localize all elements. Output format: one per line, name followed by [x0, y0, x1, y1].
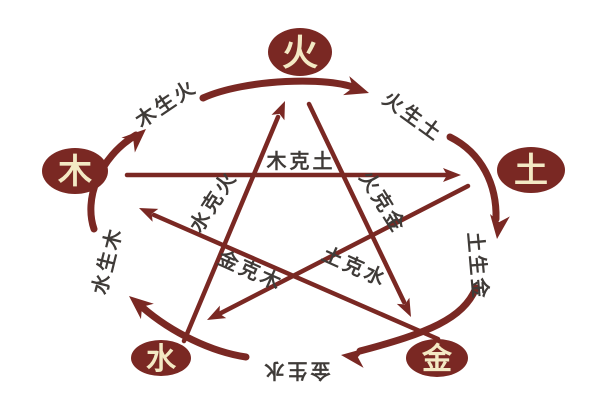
- label-fire-generates-earth: 火生土: [378, 86, 448, 146]
- arrowhead-fire-metal: [396, 297, 411, 317]
- node-fire-character: 火: [282, 33, 318, 74]
- node-metal-character: 金: [421, 342, 453, 377]
- arrow-water-to-wood: [129, 296, 250, 361]
- arrow-fire-overcomes-metal: [306, 101, 411, 317]
- node-metal-ellipse: [406, 339, 468, 377]
- arrow-metal-overcomes-wood: [139, 208, 441, 342]
- element-nodes: 火 木 土 水 金: [42, 28, 565, 377]
- arrowhead-wood-fire: [121, 129, 146, 153]
- node-water: 水: [131, 340, 191, 377]
- label-earth-generates-metal: 土生金: [463, 231, 493, 302]
- arrow-wood-overcomes-earth: [124, 168, 461, 182]
- overcoming-cycle: [124, 101, 471, 344]
- label-metal-generates-water: 金生水: [262, 359, 332, 383]
- node-earth-character: 土: [514, 151, 548, 191]
- node-water-ellipse: [131, 340, 191, 376]
- arrowhead-earth-water: [207, 305, 227, 320]
- node-earth-ellipse: [497, 147, 565, 193]
- label-wood-generates-fire: 木生火: [130, 74, 201, 133]
- arrow-fire-to-earth: [199, 76, 369, 102]
- line-water-fire: [181, 114, 281, 344]
- arrow-metal-to-water: [341, 284, 480, 368]
- node-metal: 金: [406, 339, 468, 377]
- node-fire-ellipse: [268, 28, 332, 76]
- node-earth: 土: [497, 147, 565, 193]
- arrowhead-earth-metal: [489, 213, 510, 239]
- arrowhead-metal-water: [341, 347, 367, 368]
- line-metal-wood: [151, 212, 441, 342]
- arc-water-wood: [138, 303, 250, 361]
- arc-earth-metal: [446, 133, 500, 223]
- arc-metal-water: [356, 284, 480, 355]
- label-water-generates-wood: 水生木: [87, 224, 127, 297]
- arrowhead-water-fire: [271, 101, 285, 121]
- node-wood: 木: [42, 148, 108, 194]
- label-metal-overcomes-wood: 金克木: [214, 245, 288, 295]
- arrowhead-water-wood: [129, 296, 154, 320]
- line-fire-metal: [306, 101, 407, 305]
- label-wood-overcomes-earth: 木克土: [266, 149, 336, 173]
- arrow-earth-overcomes-water: [207, 183, 471, 320]
- arrow-earth-to-metal: [446, 133, 510, 239]
- arrow-water-overcomes-fire: [181, 101, 285, 344]
- node-water-character: 水: [146, 342, 177, 377]
- generating-cycle: [87, 76, 510, 368]
- arrowhead-fire-earth: [343, 76, 369, 96]
- node-fire: 火: [268, 28, 332, 76]
- line-earth-water: [218, 183, 471, 316]
- arrowhead-metal-wood: [139, 208, 159, 222]
- node-wood-character: 木: [57, 152, 92, 192]
- node-wood-ellipse: [42, 148, 108, 194]
- arrowhead-wood-earth: [443, 168, 461, 182]
- arc-fire-earth: [199, 77, 362, 102]
